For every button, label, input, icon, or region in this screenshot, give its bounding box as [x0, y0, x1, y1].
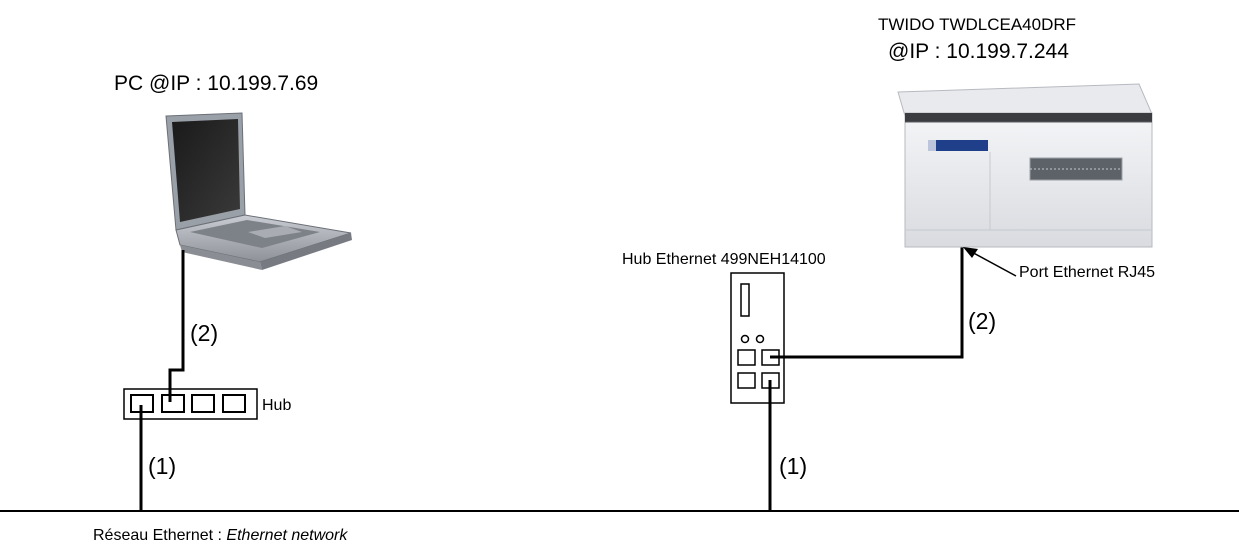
- plc-model-label: TWIDO TWDLCEA40DRF: [878, 15, 1077, 34]
- port-arrow: [963, 247, 1017, 277]
- small-hub: [123, 388, 258, 420]
- network-label: Réseau Ethernet : Ethernet network: [93, 528, 347, 544]
- hub-ethernet-device: [730, 272, 785, 404]
- pc-ip-label: PC @IP : 10.199.7.69: [114, 72, 319, 95]
- cable-2-plc: [770, 247, 964, 359]
- cable-2-pc-label: (2): [190, 320, 219, 346]
- laptop-icon: [165, 112, 352, 270]
- hub-ethernet-label: Hub Ethernet 499NEH14100: [622, 251, 826, 268]
- cable-1-right-label: (1): [779, 453, 808, 479]
- plc-twido-device: [897, 83, 1153, 248]
- port-ethernet-label: Port Ethernet RJ45: [1019, 264, 1156, 281]
- network-label-fr: Réseau Ethernet :: [93, 527, 227, 544]
- cable-1-left-label: (1): [148, 453, 177, 479]
- network-label-en: Ethernet network: [226, 527, 348, 544]
- plc-ip-label: @IP : 10.199.7.244: [888, 40, 1069, 63]
- hub-label: Hub: [262, 397, 292, 414]
- cable-2-pc: [168, 250, 185, 402]
- cable-2-plc-label: (2): [968, 308, 997, 334]
